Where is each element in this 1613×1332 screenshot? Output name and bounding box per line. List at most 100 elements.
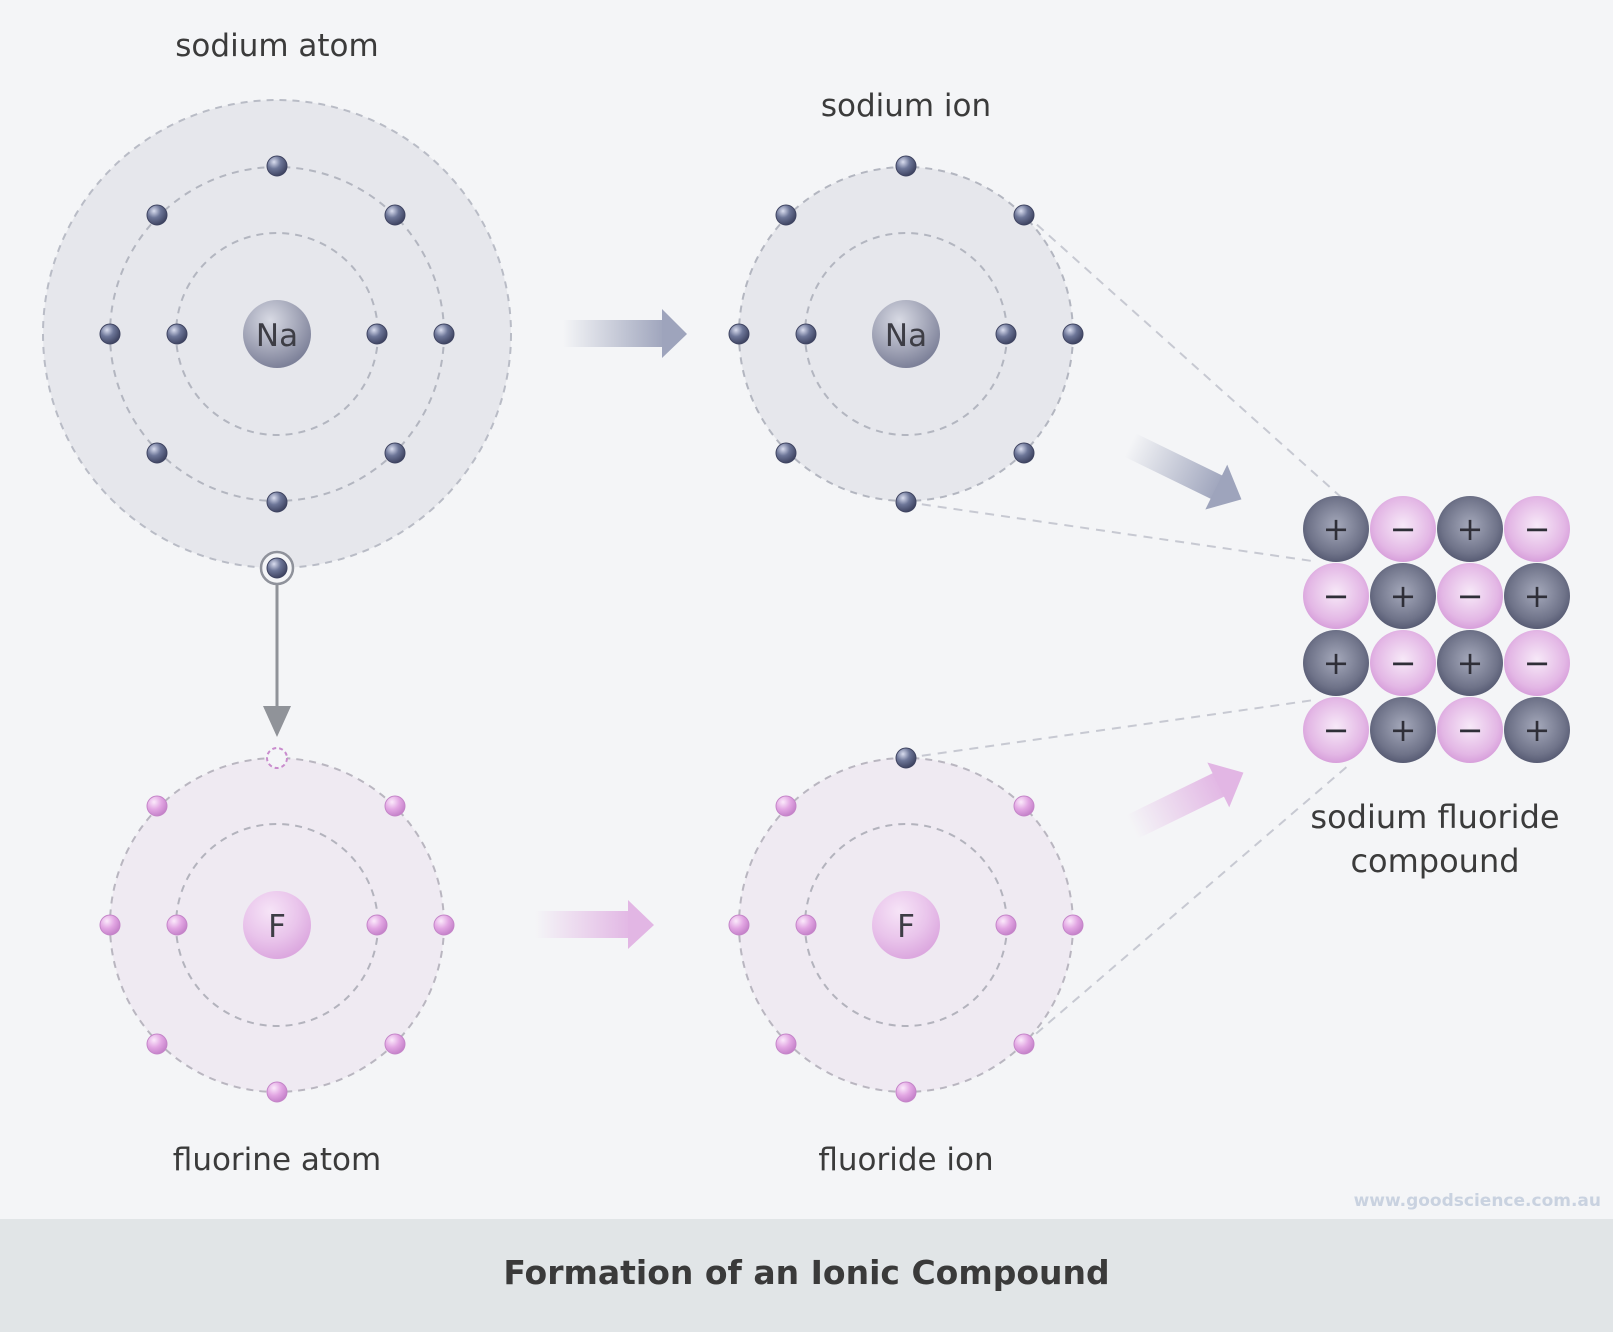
positive-charge-symbol: +: [1323, 644, 1350, 682]
sodium-ion-label: sodium ion: [820, 88, 992, 124]
electron: [384, 1033, 406, 1055]
electron: [146, 1033, 168, 1055]
gained-electron: [895, 747, 917, 769]
ionic-compound-diagram: Na: [42, 99, 1570, 1103]
sodium-cation: +: [1504, 697, 1570, 763]
footer-bar: Formation of an Ionic Compound: [0, 1219, 1613, 1332]
sodium-ion-electrons: [728, 155, 1084, 513]
positive-charge-symbol: +: [1457, 644, 1484, 682]
electron: [146, 795, 168, 817]
compound-label-line-1: sodium fluoride: [1310, 798, 1560, 836]
electron: [384, 204, 406, 226]
fluoride-ion-label: fluoride ion: [818, 1142, 994, 1178]
anion-sphere: [1370, 630, 1436, 696]
electron: [146, 204, 168, 226]
sodium-to-lattice-arrow: [1124, 433, 1242, 510]
cation-sphere: [1437, 496, 1503, 562]
positive-charge-symbol: +: [1323, 510, 1350, 548]
negative-charge-symbol: −: [1323, 711, 1350, 749]
fluoride-ion-electrons: [728, 795, 1084, 1103]
anion-sphere: [1303, 697, 1369, 763]
fluoride-ion: F: [728, 747, 1084, 1103]
cation-sphere: [1370, 563, 1436, 629]
fluoride-anion: −: [1370, 496, 1436, 562]
sodium-nucleus: [243, 300, 311, 368]
electron: [99, 323, 121, 345]
sodium-cation: +: [1370, 563, 1436, 629]
compound-label: sodium fluoride compound: [1280, 795, 1590, 883]
electron: [995, 914, 1017, 936]
projection-line: [905, 699, 1315, 759]
fluoride-anion: −: [1303, 563, 1369, 629]
electron: [895, 155, 917, 177]
electron: [775, 795, 797, 817]
fluorine-atom-label: fluorine atom: [172, 1142, 382, 1178]
projection-line: [1023, 763, 1351, 1045]
fluoride-anion: −: [1370, 630, 1436, 696]
sodium-atom-label: sodium atom: [175, 28, 379, 64]
electron: [266, 155, 288, 177]
sodium-fluoride-lattice: +−+−−+−++−+−−+−+: [1303, 496, 1570, 763]
negative-charge-symbol: −: [1524, 644, 1551, 682]
fluorine-nucleus: [872, 891, 940, 959]
cation-sphere: [1437, 630, 1503, 696]
projection-line: [1024, 213, 1343, 499]
positive-charge-symbol: +: [1457, 510, 1484, 548]
electron: [366, 323, 388, 345]
sodium-nucleus-symbol: Na: [885, 318, 927, 354]
electron: [146, 442, 168, 464]
projection-lines: [905, 213, 1351, 1045]
electron: [1013, 204, 1035, 226]
footer-title: Formation of an Ionic Compound: [503, 1253, 1110, 1292]
positive-charge-symbol: +: [1390, 577, 1417, 615]
sodium-cation: +: [1437, 496, 1503, 562]
cation-sphere: [1370, 697, 1436, 763]
fluoride-anion: −: [1504, 630, 1570, 696]
electron: [775, 204, 797, 226]
fluoride-anion: −: [1437, 697, 1503, 763]
electron: [166, 323, 188, 345]
fluorine-ionisation-arrow: [535, 900, 654, 949]
fluoride-to-lattice-arrow: [1126, 762, 1244, 839]
electron: [1013, 442, 1035, 464]
electron: [433, 323, 455, 345]
electron: [266, 557, 288, 579]
anion-sphere: [1370, 496, 1436, 562]
anion-sphere: [1504, 496, 1570, 562]
fluorine-nucleus: [243, 891, 311, 959]
fluoride-anion: −: [1303, 697, 1369, 763]
electron: [1062, 914, 1084, 936]
electron: [266, 1081, 288, 1103]
electron: [1062, 323, 1084, 345]
electron: [775, 1033, 797, 1055]
electron: [366, 914, 388, 936]
negative-charge-symbol: −: [1323, 577, 1350, 615]
positive-charge-symbol: +: [1524, 577, 1551, 615]
cation-sphere: [1504, 563, 1570, 629]
compound-label-line-2: compound: [1350, 842, 1520, 880]
sodium-atom-electrons: [99, 155, 455, 513]
electron: [995, 323, 1017, 345]
fluorine-nucleus-symbol: F: [897, 909, 915, 945]
electron: [1013, 1033, 1035, 1055]
electron: [433, 914, 455, 936]
sodium-ionisation-arrow: [563, 309, 687, 358]
sodium-atom: Na: [42, 99, 512, 586]
electron: [1013, 795, 1035, 817]
anion-sphere: [1303, 563, 1369, 629]
sodium-cation: +: [1504, 563, 1570, 629]
negative-charge-symbol: −: [1457, 711, 1484, 749]
electron: [895, 1081, 917, 1103]
fluoride-anion: −: [1504, 496, 1570, 562]
electron: [895, 491, 917, 513]
cation-sphere: [1504, 697, 1570, 763]
negative-charge-symbol: −: [1390, 644, 1417, 682]
anion-sphere: [1437, 697, 1503, 763]
electron-transfer-arrow: [263, 585, 291, 737]
fluorine-nucleus-symbol: F: [268, 909, 286, 945]
anion-sphere: [1504, 630, 1570, 696]
sodium-cation: +: [1303, 630, 1369, 696]
sodium-cation: +: [1370, 697, 1436, 763]
electron: [795, 914, 817, 936]
